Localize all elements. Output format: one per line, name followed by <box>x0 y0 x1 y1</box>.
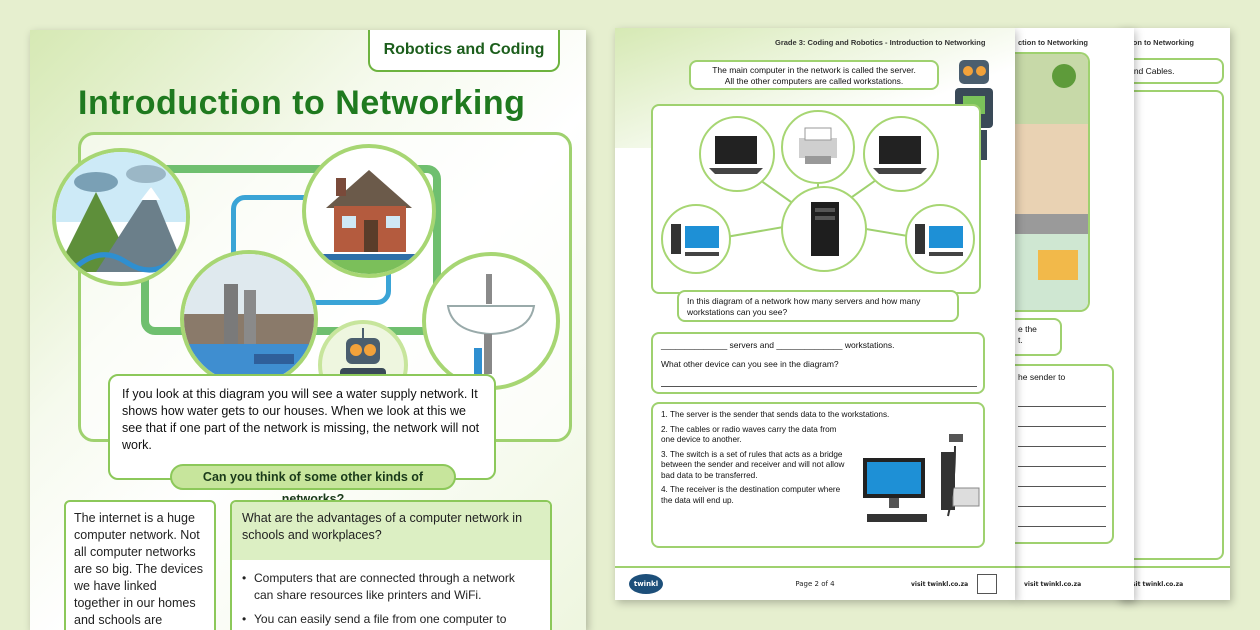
answer-line: ______________ servers and _____________… <box>661 340 895 350</box>
advantages-box: What are the advantages of a computer ne… <box>230 500 552 630</box>
page-header: ction to Networking <box>1018 38 1088 47</box>
network-diagram <box>651 104 981 294</box>
footer-site: visit twinkl.co.za <box>1024 581 1082 588</box>
footer-site: visit twinkl.co.za <box>911 581 969 588</box>
server-note-line-2: All the other computers are called works… <box>724 76 904 86</box>
worksheet-page-1: Robotics and Coding Introduction to Netw… <box>30 30 586 630</box>
computer-setup-illustration <box>863 434 980 522</box>
note-text-1: e the <box>1018 324 1037 334</box>
server-note-line-1: The main computer in the network is call… <box>712 65 916 75</box>
page-footer: visit twinkl.co.za <box>1118 566 1230 600</box>
house-illustration <box>302 144 436 278</box>
note-text-2: t. <box>1018 335 1023 345</box>
advantages-heading: What are the advantages of a computer ne… <box>232 502 550 560</box>
note-box: e the t. <box>1014 318 1062 356</box>
list-item: 3. The switch is a set of rules that act… <box>661 449 845 480</box>
page-header: Grade 3: Coding and Robotics - Introduct… <box>775 38 986 47</box>
street-illustration <box>1014 52 1090 312</box>
water-cycle-illustration <box>52 148 190 286</box>
list-item: 1. The server is the sender that sends d… <box>661 410 890 419</box>
worksheet-page-4: ction to Networking h and Cables. visit … <box>1118 28 1230 600</box>
worksheet-page-2: Grade 3: Coding and Robotics - Introduct… <box>615 28 1015 600</box>
writing-box: he sender to <box>1014 364 1114 544</box>
sink-illustration <box>422 252 560 390</box>
page-header: ction to Networking <box>1124 38 1194 47</box>
networks-question: Can you think of some other kinds of net… <box>170 464 456 506</box>
server-icon <box>781 186 867 272</box>
badge-icon <box>977 574 997 594</box>
advantages-list: Computers that are connected through a n… <box>232 560 550 628</box>
subject-tag: Robotics and Coding <box>368 30 560 72</box>
answer-box: ______________ servers and _____________… <box>651 332 985 394</box>
page-footer: visit twinkl.co.za <box>1014 566 1134 600</box>
list-item: Computers that are connected through a n… <box>242 570 536 604</box>
desktop-computer-icon <box>661 204 731 274</box>
list-item: 4. The receiver is the destination compu… <box>661 485 841 505</box>
internet-text-box: The internet is a huge computer network.… <box>64 500 216 630</box>
laptop-icon <box>699 116 775 192</box>
content-frame <box>1118 90 1224 560</box>
worksheet-page-3: ction to Networking e the t. he sender t… <box>1014 28 1134 600</box>
printer-icon <box>781 110 855 184</box>
page-footer: twinkl Page 2 of 4 visit twinkl.co.za <box>615 566 1015 600</box>
page-number: Page 2 of 4 <box>795 580 835 588</box>
list-item: 2. The cables or radio waves carry the d… <box>661 424 837 445</box>
info-text-box: If you look at this diagram you will see… <box>108 374 496 480</box>
laptop-icon <box>863 116 939 192</box>
footer-site: visit twinkl.co.za <box>1126 581 1184 588</box>
network-steps-box: 1. The server is the sender that sends d… <box>651 402 985 548</box>
device-question: What other device can you see in the dia… <box>661 359 839 369</box>
list-item: You can easily send a file from one comp… <box>242 611 536 628</box>
sender-text: he sender to <box>1018 372 1066 382</box>
twinkl-logo: twinkl <box>629 574 663 594</box>
dam-illustration <box>180 250 318 388</box>
desktop-computer-icon <box>905 204 975 274</box>
diagram-question: In this diagram of a network how many se… <box>677 290 959 322</box>
page-title: Introduction to Networking <box>78 84 526 122</box>
server-note: The main computer in the network is call… <box>689 60 939 90</box>
cables-note: h and Cables. <box>1118 58 1224 84</box>
